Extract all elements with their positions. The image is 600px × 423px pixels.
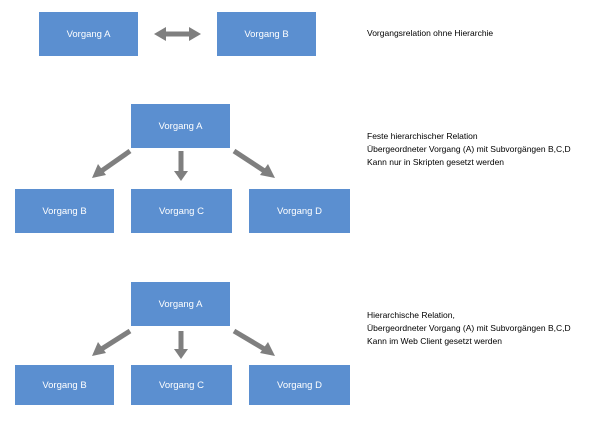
section3-note: Hierarchische Relation, Übergeordneter V… [367,309,571,348]
note-line: Hierarchische Relation, [367,310,455,320]
arrow-a-to-d-top [232,148,275,178]
note-line: Übergeordneter Vorgang (A) mit Subvorgän… [367,323,571,333]
double-arrow-a-b [154,27,201,41]
arrow-a-to-b-bottom [92,328,132,356]
arrow-a-to-c-bottom [174,331,188,359]
section2-child-b: Vorgang B [15,189,114,233]
note-line: Kann im Web Client gesetzt werden [367,336,502,346]
arrow-a-to-d-bottom [232,328,275,356]
arrow-a-to-c-top [174,151,188,181]
section3-parent-box: Vorgang A [131,282,230,326]
section1-box-b: Vorgang B [217,12,316,56]
note-line: Vorgangsrelation ohne Hierarchie [367,28,494,38]
note-line: Kann nur in Skripten gesetzt werden [367,157,505,167]
arrow-a-to-b-top [92,148,132,178]
section1-note: Vorgangsrelation ohne Hierarchie [367,27,493,40]
note-line: Feste hierarchischer Relation [367,131,478,141]
section3-child-b: Vorgang B [15,365,114,405]
section3-child-c: Vorgang C [131,365,232,405]
section2-child-c: Vorgang C [131,189,232,233]
note-line: Übergeordneter Vorgang (A) mit Subvorgän… [367,144,571,154]
section1-box-a: Vorgang A [39,12,138,56]
section2-parent-box: Vorgang A [131,104,230,148]
section2-note: Feste hierarchischer Relation Übergeordn… [367,130,571,169]
section3-child-d: Vorgang D [249,365,350,405]
section2-child-d: Vorgang D [249,189,350,233]
